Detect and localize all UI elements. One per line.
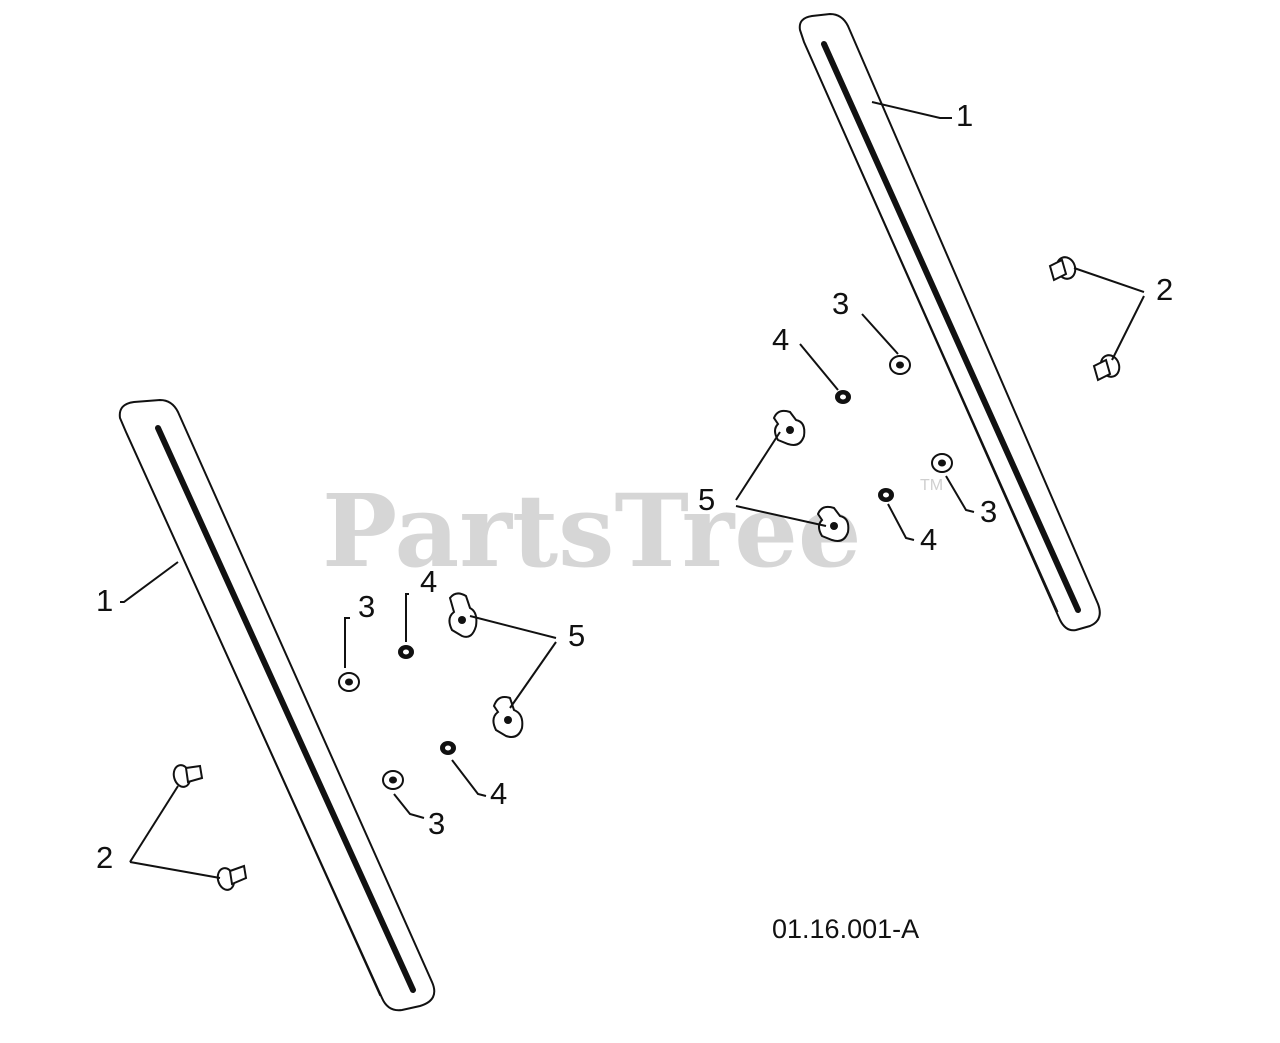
left-wing-nut-top[interactable] [448,592,478,638]
left-bolt-bottom[interactable] [215,864,248,892]
right-rail[interactable] [798,12,1101,632]
right-callout-bolts: 2 [1156,272,1173,307]
left-callout-washer-bottom: 3 [428,806,445,841]
right-callout-wing-nuts: 5 [698,482,715,517]
left-callout-nut-top: 4 [420,564,437,599]
left-washer-bottom[interactable] [382,770,404,790]
watermark-trademark: TM [920,477,943,494]
right-callout-nut-top: 4 [772,322,789,357]
left-rail[interactable] [118,398,436,1012]
right-bolt-bottom[interactable] [1092,353,1122,382]
right-washer-bottom[interactable] [931,453,953,473]
left-callout-washer-top: 3 [358,589,375,624]
diagram-code: 01.16.001-A [772,914,919,944]
left-callout-rail: 1 [96,583,113,618]
right-callout-washer-top: 3 [832,286,849,321]
watermark-text: PartsTree [322,472,862,590]
right-callout-nut-bottom: 4 [920,522,937,557]
left-callout-nut-bottom: 4 [490,776,507,811]
left-leader-lines [120,561,557,879]
right-wing-nut-bottom[interactable] [816,505,850,542]
right-callout-rail: 1 [956,98,973,133]
left-washer-top[interactable] [338,672,360,692]
left-nut-bottom[interactable] [440,741,456,755]
left-callout-bolts: 2 [96,840,113,875]
left-nut-top[interactable] [398,645,414,659]
right-nut-top[interactable] [835,390,851,404]
right-callout-washer-bottom: 3 [980,494,997,529]
left-bolt-top[interactable] [171,763,204,788]
left-callout-wing-nuts: 5 [568,618,585,653]
right-nut-bottom[interactable] [878,488,894,502]
right-bolt-top[interactable] [1048,255,1078,282]
right-washer-top[interactable] [889,355,911,375]
left-wing-nut-bottom[interactable] [492,696,524,738]
right-wing-nut-top[interactable] [772,409,806,446]
right-leader-lines [735,101,1145,541]
